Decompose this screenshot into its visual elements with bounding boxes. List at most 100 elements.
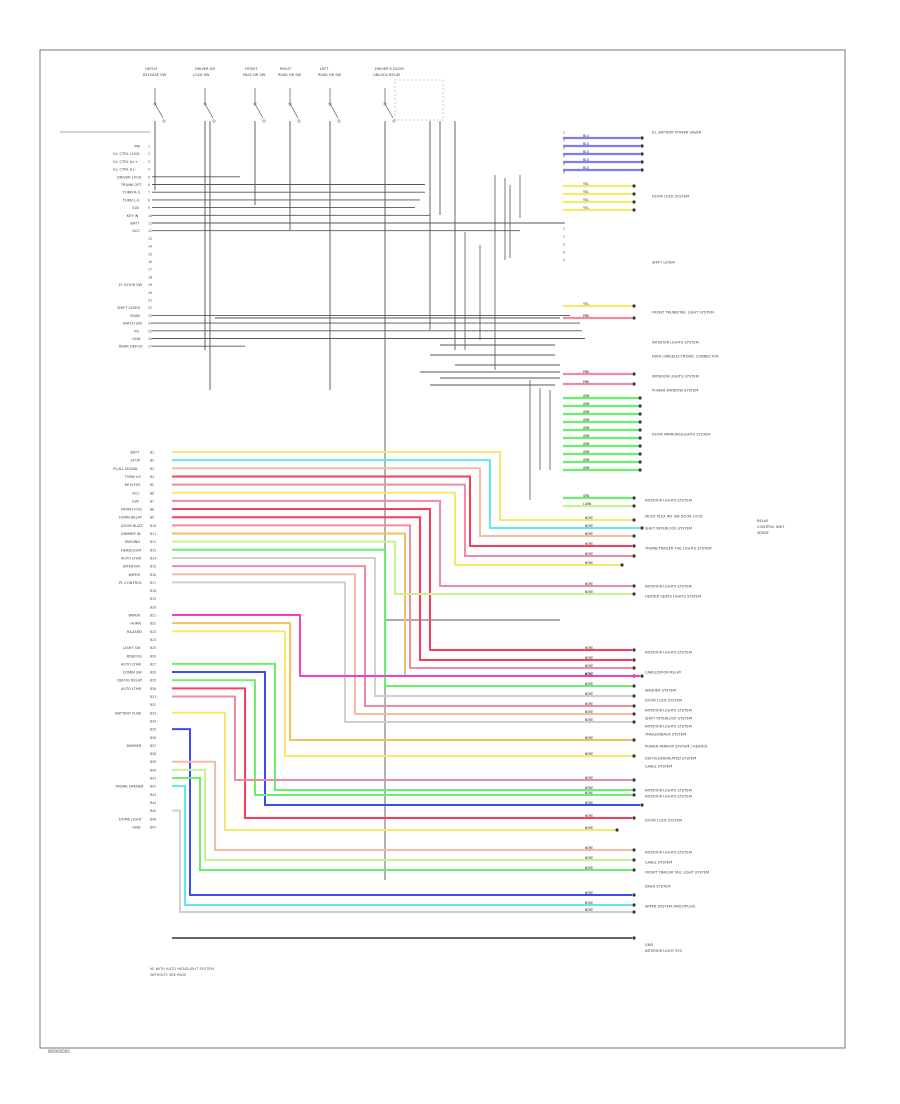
colored-wire	[172, 491, 620, 566]
wire-code: WIRE	[585, 656, 593, 660]
system-label: INTERIOR LIGHTS SYSTEM	[652, 341, 699, 345]
colored-wire	[172, 573, 632, 715]
upper-pin-label: TRUNK OPT	[120, 183, 143, 187]
lower-pin-number: B38	[150, 752, 156, 756]
lower-pin-number: B25	[150, 646, 156, 650]
wire-end-dot	[632, 893, 636, 897]
colored-wire	[172, 614, 640, 677]
lower-pin-number: B8	[150, 508, 154, 512]
wire-code: GRN	[583, 466, 589, 470]
lower-pin-label: INTERIOR	[123, 565, 141, 569]
wire-code: WIRE	[585, 582, 593, 586]
lower-pin-label: DOOR BUZZ	[121, 524, 144, 528]
wire-end-dot	[638, 420, 642, 424]
wire-code: GRN	[583, 410, 589, 414]
colored-wire	[172, 785, 632, 906]
switch-label: RELEASE SW	[143, 73, 166, 77]
wire-code: WIRE	[585, 590, 593, 594]
wire-end-dot	[632, 584, 636, 588]
lower-pin-label: DOME LIGHT	[119, 817, 143, 821]
wire-code: GRN	[583, 394, 589, 398]
upper-pin-number: 23	[148, 314, 152, 318]
switch-terminal	[337, 119, 341, 123]
note-line-2: WITHOUT: SEE PAGE	[150, 973, 187, 977]
lower-pin-label: COMBI SW	[123, 671, 142, 675]
system-label: CABLE/DOOR RELAY	[645, 671, 682, 675]
lower-pin-label: DIMMER	[127, 744, 142, 748]
upper-pin-number: 6	[148, 183, 150, 187]
colored-wire	[172, 695, 632, 781]
system-label: INTERIOR LIGHTS SYSTEM	[645, 709, 692, 713]
colored-wire	[172, 671, 640, 806]
wire-end-dot	[632, 304, 636, 308]
colored-wire	[172, 459, 640, 529]
rc-a-pin: 3	[563, 147, 565, 151]
wire-code: WIRE	[585, 776, 593, 780]
wire-code: WIRE	[585, 561, 593, 565]
lower-pin-label: HAZARD	[127, 630, 143, 634]
lower-pin-label: GND	[132, 825, 140, 829]
lower-pin-label: STOP	[130, 459, 140, 463]
lower-pin-number: B37	[150, 744, 156, 748]
wire-end-dot	[638, 412, 642, 416]
colored-wire	[172, 532, 632, 677]
lower-pin-number: B46	[150, 817, 156, 821]
lower-pin-number: B33	[150, 711, 156, 715]
lower-pin-label: PASSING	[125, 540, 141, 544]
system-label: TRAILER/BACK SYSTEM	[644, 733, 686, 737]
colored-wire	[172, 475, 632, 547]
system-label: FRONT TRAILER TAIL LIGHT SYSTEM	[645, 871, 709, 875]
system-label: INTERIOR LIGHTS SYSTEM	[645, 789, 692, 793]
colored-wire	[172, 556, 632, 697]
wire-end-dot	[632, 684, 636, 688]
system-label: MULTI PLEX INT SW DOOR LOCK	[645, 515, 703, 519]
lower-pin-number: B28	[150, 671, 156, 675]
switch-terminal	[297, 119, 301, 123]
wire-code: WIRE	[585, 542, 593, 546]
colored-wire	[172, 809, 632, 913]
wire-code: WIRE	[585, 786, 593, 790]
lower-pin-number: B30	[150, 687, 156, 691]
wire-end-dot	[632, 903, 636, 907]
note-line-1: M: WITH AUTO HEADLIGHT SYSTEM	[150, 967, 214, 971]
lower-pin-number: B4	[150, 475, 154, 479]
wire-code: GRN	[583, 426, 589, 430]
wire-end-dot	[632, 192, 636, 196]
upper-pin-number: 10	[148, 214, 152, 218]
lower-pin-label: PL CONTROL	[119, 581, 142, 585]
wire-end-dot	[632, 858, 636, 862]
lower-pin-number: B27	[150, 662, 156, 666]
switch-contact	[254, 103, 264, 119]
rc-b-pin: 1	[563, 227, 565, 231]
wire-end-dot	[632, 778, 636, 782]
rc-b-pin: 4	[563, 251, 565, 255]
switch-contact	[384, 103, 394, 119]
wire-end-dot	[632, 848, 636, 852]
upper-pin-label: HATCH SW	[123, 322, 143, 326]
wire-code: WIRE	[585, 736, 593, 740]
wire-end-dot	[632, 184, 636, 188]
system-label: WIPER SYSTEM (MULTIPLEX)	[645, 905, 696, 909]
upper-pin-label: TURN L-S	[122, 198, 140, 202]
colored-wire	[172, 760, 632, 851]
gray-wire-layer	[60, 79, 585, 880]
switch-label: UNLOCK RELAY	[373, 73, 401, 77]
wire-code: WIRE	[585, 682, 593, 686]
switch-terminal	[262, 119, 266, 123]
wire-code: YEL	[583, 190, 589, 194]
rc-a-pin: 5	[563, 163, 565, 167]
wire-end-dot	[632, 534, 636, 538]
wire-code: YEL	[583, 206, 589, 210]
upper-pin-label: SHIFT LEVER	[117, 306, 140, 310]
wire-code: BLU	[583, 134, 589, 138]
wire-end-dot	[638, 452, 642, 456]
wire-end-dot	[632, 554, 636, 558]
system-label: DOOR LOCK SYSTEM	[645, 819, 682, 823]
lower-pin-number: B13	[150, 548, 156, 552]
colored-wire	[172, 524, 632, 669]
switch-pivot	[253, 102, 257, 106]
system-label: POWER MIRROR SYSTEM / HEATED	[645, 745, 708, 749]
lower-pin-label: HEADLIGHT	[121, 548, 143, 552]
upper-pin-label: ACC	[132, 229, 140, 233]
